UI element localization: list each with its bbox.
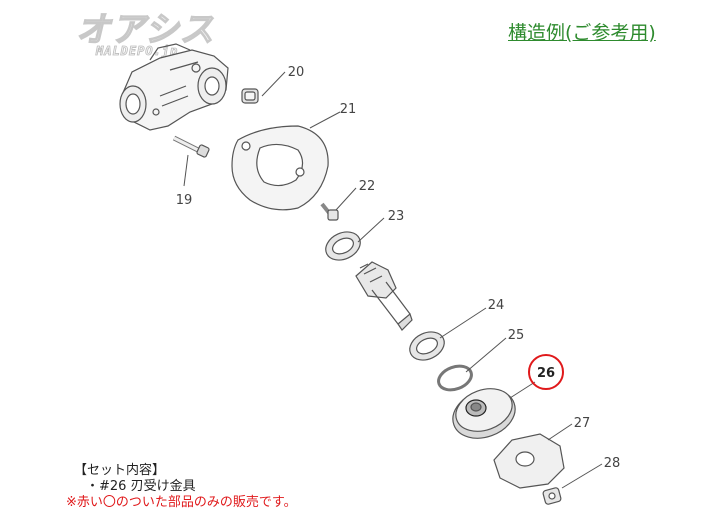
part-label-23: 23 bbox=[388, 209, 405, 224]
part-label-28: 28 bbox=[604, 456, 621, 471]
brand-logo: オアシス bbox=[75, 9, 215, 50]
part-label-20: 20 bbox=[288, 65, 305, 80]
guard-plate-part-21 bbox=[231, 125, 329, 211]
cover-part-27 bbox=[493, 433, 565, 489]
part-label-21: 21 bbox=[340, 102, 357, 117]
page-title: 構造例(ご参考用) bbox=[508, 22, 656, 44]
set-contents-item: ・#26 刃受け金具 bbox=[86, 479, 196, 494]
gear-housing-part bbox=[119, 43, 229, 131]
highlight-circle-26 bbox=[528, 354, 564, 390]
bearing-part-24 bbox=[409, 331, 445, 361]
bearing-part-23 bbox=[325, 231, 361, 261]
bolt-part-19 bbox=[172, 135, 210, 158]
part-label-19: 19 bbox=[176, 193, 193, 208]
part-label-25: 25 bbox=[508, 328, 525, 343]
leader-lines bbox=[183, 71, 603, 489]
screw-part-22 bbox=[320, 202, 339, 221]
part-label-24: 24 bbox=[488, 298, 505, 313]
set-contents-heading: 【セット内容】 bbox=[74, 463, 166, 478]
part-label-27: 27 bbox=[574, 416, 591, 431]
sale-note: ※赤い〇のついた部品のみの販売です。 bbox=[66, 495, 297, 510]
blade-holder-part-26 bbox=[452, 388, 516, 439]
bolt-part-20 bbox=[241, 88, 259, 104]
nut-part-28 bbox=[542, 487, 562, 505]
snap-ring-part-25 bbox=[437, 364, 473, 392]
shaft-gear-part bbox=[355, 261, 413, 331]
brand-logo-sub: MALDEPO.jp bbox=[96, 44, 179, 59]
part-label-22: 22 bbox=[359, 179, 376, 194]
part-label-26: 26 bbox=[537, 366, 555, 381]
